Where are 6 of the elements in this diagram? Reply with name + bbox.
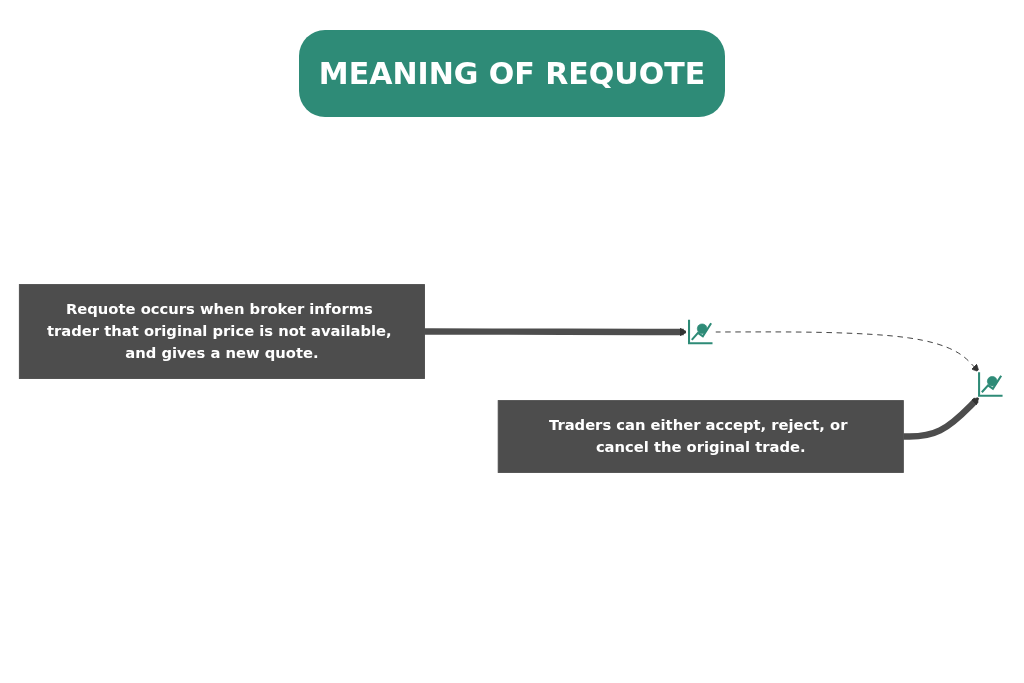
callout-box: Traders can either accept, reject, or cancel the original trade. [497, 400, 904, 473]
title-banner: MEANING OF REQUOTE [298, 30, 726, 117]
arrow [903, 396, 980, 440]
chart-icon [686, 316, 716, 347]
chart-icon [976, 369, 1006, 399]
callout-box: Requote occurs when broker informs trader that original price is not available, and gives a new quote. [18, 284, 425, 379]
